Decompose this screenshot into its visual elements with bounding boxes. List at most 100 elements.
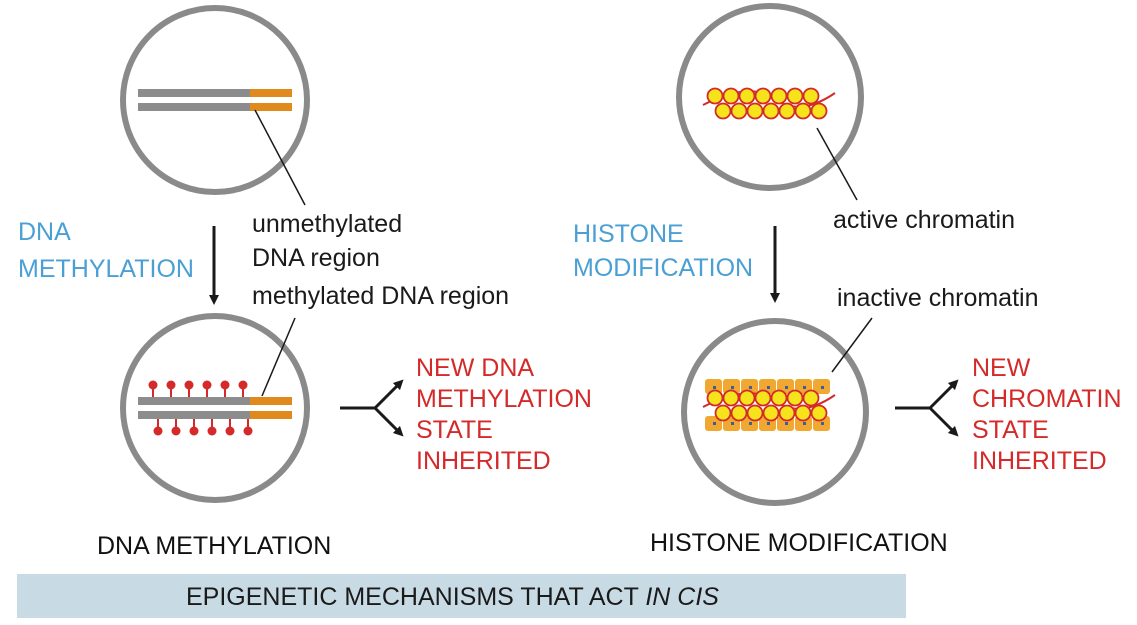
methyl-group [238,380,248,390]
unmethylated-label: DNA region [252,244,380,272]
fork-arrow [340,379,404,437]
histone-tag [803,422,806,425]
banner-title: EPIGENETIC MECHANISMS THAT ACT IN CIS [186,583,719,611]
nucleosome [762,102,780,120]
dna-bottom-cell [120,313,310,503]
methyl-group [153,426,163,436]
nucleosome [706,87,724,105]
dna-strand-gray [138,411,250,419]
process-label: METHYLATION [18,255,194,283]
leader-line [831,317,873,373]
histone-tag [731,386,734,389]
dna-strand-gray [138,397,250,405]
process-label: MODIFICATION [573,254,753,282]
outcome-label: INHERITED [972,447,1107,475]
outcome-label: INHERITED [416,447,551,475]
nucleosome [770,87,788,105]
histone-tag [731,422,734,425]
panel-caption: DNA METHYLATION [97,532,331,560]
nucleosome [810,404,828,422]
histone-tag [749,386,752,389]
histone-tag [713,422,716,425]
banner-text-main: EPIGENETIC MECHANISMS THAT ACT [186,583,645,611]
methyl-group [220,380,230,390]
methyl-group [166,380,176,390]
active-chromatin [702,87,836,120]
nucleosome [722,87,740,105]
methylated-label: methylated DNA region [252,282,509,310]
nucleosome [802,389,820,407]
nucleosome [754,389,772,407]
leader-line [816,127,858,201]
dna-methylation-panel: DNA METHYLATION unmethylated DNA region … [18,5,592,560]
methyl-group [243,426,253,436]
dna-strand-orange [250,103,292,111]
banner-text-italic: IN CIS [645,583,719,611]
outcome-label: NEW DNA [416,354,534,382]
nucleosome [746,102,764,120]
nucleosome [730,404,748,422]
histone-tag [767,422,770,425]
nucleosome [738,389,756,407]
nucleosome [754,87,772,105]
active-chromatin-label: active chromatin [833,206,1015,234]
outcome-label: CHROMATIN [972,385,1122,413]
fork-arrow [895,379,959,437]
methyl-group [202,380,212,390]
dna-strand-orange [250,89,292,97]
methyl-group [189,426,199,436]
panel-caption: HISTONE MODIFICATION [650,529,948,557]
unmethylated-label: unmethylated [252,210,402,238]
dna-strand-orange [250,397,292,405]
methyl-group [171,426,181,436]
nucleosome [794,404,812,422]
methylated-dna [138,380,292,436]
dna-strand-gray [138,89,250,97]
dna-strand-orange [250,411,292,419]
nucleosome [762,404,780,422]
outcome-label: STATE [972,416,1049,444]
process-label: HISTONE [573,220,684,248]
nucleosome [746,404,764,422]
histone-tag [785,422,788,425]
leader-line [254,109,306,206]
banner-background [17,574,906,618]
methyl-group [225,426,235,436]
nucleosome [810,102,828,120]
nucleosome [714,404,732,422]
methyl-groups [148,380,253,436]
dna-strand-gray [138,103,250,111]
unmethylated-dna [138,89,292,111]
nucleosome [778,102,796,120]
nucleosome [802,87,820,105]
methyl-group [184,380,194,390]
nucleosome [714,102,732,120]
histone-tag [821,386,824,389]
process-label: DNA [18,218,71,246]
histone-modification-panel: HISTONE MODIFICATION active chromatin in… [573,3,1122,557]
nucleosome [778,404,796,422]
nucleosome [722,389,740,407]
outcome-label: NEW [972,354,1031,382]
nucleosome [738,87,756,105]
dna-top-cell [120,5,310,195]
histone-tag [713,386,716,389]
nucleosome [794,102,812,120]
histone-tag [749,422,752,425]
histone-tag [785,386,788,389]
histone-tag [803,386,806,389]
nucleosome [786,87,804,105]
methyl-group [148,380,158,390]
inactive-chromatin [702,379,836,431]
methyl-group [207,426,217,436]
nucleosome [706,389,724,407]
nucleosome [730,102,748,120]
histone-tag [821,422,824,425]
nucleosome [786,389,804,407]
leader-line [261,317,296,397]
histone-tag [767,386,770,389]
nucleosome [770,389,788,407]
outcome-label: STATE [416,416,493,444]
inactive-chromatin-label: inactive chromatin [837,284,1038,312]
